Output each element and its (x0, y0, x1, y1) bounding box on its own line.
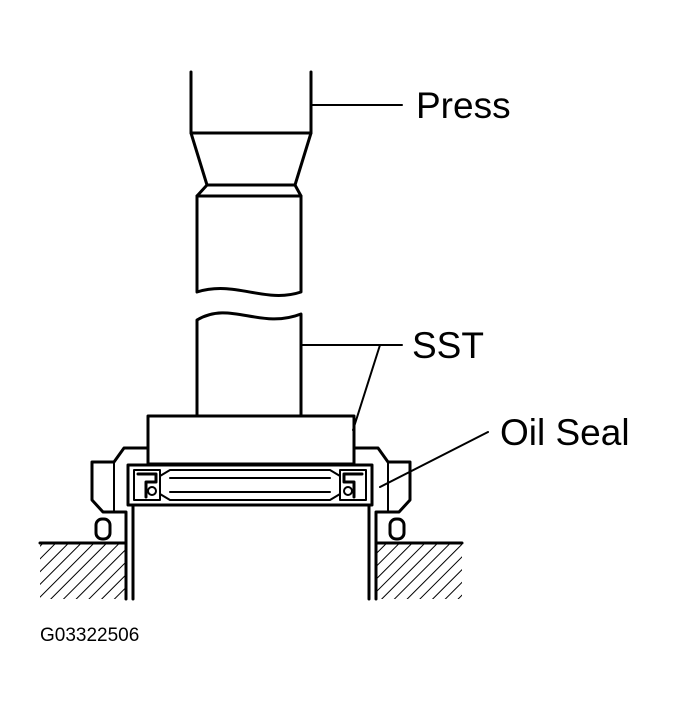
housing (90, 446, 412, 545)
sst-leader-line (300, 344, 403, 431)
locating-pin-left (94, 517, 112, 541)
press-ram (189, 70, 313, 198)
sst-label: SST (412, 325, 484, 366)
oil-seal (126, 463, 374, 507)
oil-seal-label: Oil Seal (500, 412, 630, 453)
base-support-left (38, 541, 128, 601)
base-support-right (374, 541, 464, 601)
sst-tool (146, 194, 356, 466)
oil-seal-leader-line (379, 431, 489, 488)
press-label: Press (416, 85, 511, 126)
locating-pin-right (388, 517, 406, 541)
shaft (131, 503, 371, 601)
figure-code: G03322506 (40, 625, 140, 646)
